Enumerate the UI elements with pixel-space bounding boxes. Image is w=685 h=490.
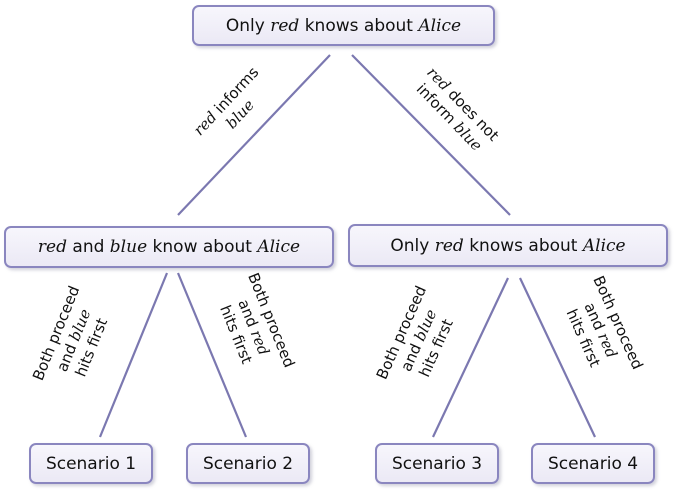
root-node-actor-alice: Alice: [418, 15, 462, 36]
scenario-3-label: Scenario 3: [391, 453, 483, 474]
scenario-2-label: Scenario 2: [202, 453, 294, 474]
edge-root-right: [351, 54, 511, 216]
edge-root-left: [177, 54, 331, 216]
left-node: red and blue know about Alice: [4, 226, 334, 268]
edge-left-scenario2: [176, 272, 248, 438]
root-node: Only red knows about Alice: [192, 5, 495, 46]
right-node-actor-alice: Alice: [582, 235, 626, 256]
left-node-text-and: and: [67, 237, 110, 257]
edge-left-scenario1: [98, 272, 169, 438]
right-node-actor-red: red: [434, 235, 464, 256]
right-node: Only red knows about Alice: [348, 224, 668, 267]
edge-right-scenario3: [432, 277, 509, 438]
left-node-actor-red: red: [37, 237, 67, 257]
left-node-text-mid: know about: [147, 237, 258, 257]
scenario-3-node: Scenario 3: [375, 443, 499, 484]
scenario-1-label: Scenario 1: [45, 453, 137, 474]
scenario-2-node: Scenario 2: [186, 443, 310, 484]
right-node-text-mid: knows about: [463, 235, 583, 256]
left-node-actor-blue: blue: [109, 237, 148, 257]
right-node-text-pre: Only: [390, 235, 435, 256]
root-node-text-pre: Only: [225, 15, 271, 36]
root-node-actor-red: red: [270, 15, 300, 36]
edge-right-scenario4: [519, 277, 596, 438]
scenario-4-node: Scenario 4: [531, 443, 655, 484]
left-node-actor-alice: Alice: [257, 237, 301, 257]
scenario-4-label: Scenario 4: [547, 453, 639, 474]
scenario-1-node: Scenario 1: [29, 443, 153, 484]
root-node-text-mid: knows about: [299, 15, 419, 36]
